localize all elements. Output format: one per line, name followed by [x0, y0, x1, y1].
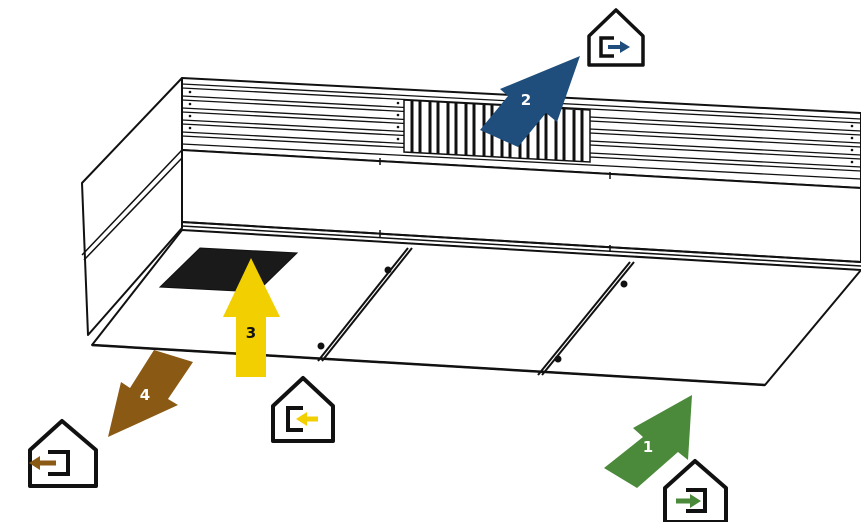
- house-arrow-out-icon: [589, 10, 643, 65]
- house-arrow-out-icon: [29, 421, 96, 486]
- arrow-2-number: 2: [521, 91, 531, 109]
- house-arrow-in-icon: [665, 461, 726, 522]
- flow-arrow-4: 4: [108, 350, 193, 437]
- house-arrow-in-icon: [273, 378, 333, 441]
- arrow-1-number: 1: [643, 438, 653, 456]
- arrow-3-number: 3: [246, 324, 256, 342]
- arrow-4-shape: [108, 350, 193, 437]
- arrow-4-number: 4: [140, 386, 150, 404]
